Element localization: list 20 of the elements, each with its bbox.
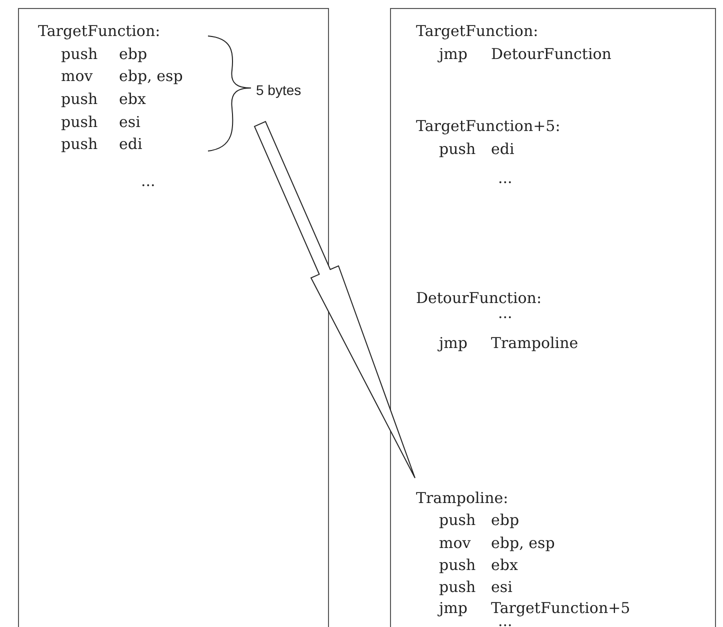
code-line: push ebx	[61, 89, 146, 109]
code-line: ...	[141, 171, 156, 191]
code-line: mov ebp, esp	[61, 66, 183, 86]
function-label: TargetFunction:	[38, 21, 160, 41]
code-line: ...	[498, 168, 512, 188]
code-line: jmp DetourFunction	[439, 44, 612, 64]
byte-count-label: 5 bytes	[256, 81, 302, 100]
hollow-arrow	[254, 120, 416, 478]
code-line: push edi	[439, 139, 514, 159]
code-line: jmp Trampoline	[439, 333, 578, 353]
function-label: TargetFunction:	[416, 21, 538, 41]
code-line: push esi	[61, 112, 140, 132]
code-line: push ebp	[439, 510, 520, 530]
code-line: push edi	[61, 134, 142, 154]
function-label: TargetFunction+5:	[416, 116, 560, 136]
code-line: push esi	[439, 577, 512, 597]
code-line: push ebp	[61, 44, 148, 64]
code-line: push ebx	[439, 555, 518, 575]
function-label: Trampoline:	[416, 488, 508, 508]
code-line: mov ebp, esp	[439, 533, 555, 553]
